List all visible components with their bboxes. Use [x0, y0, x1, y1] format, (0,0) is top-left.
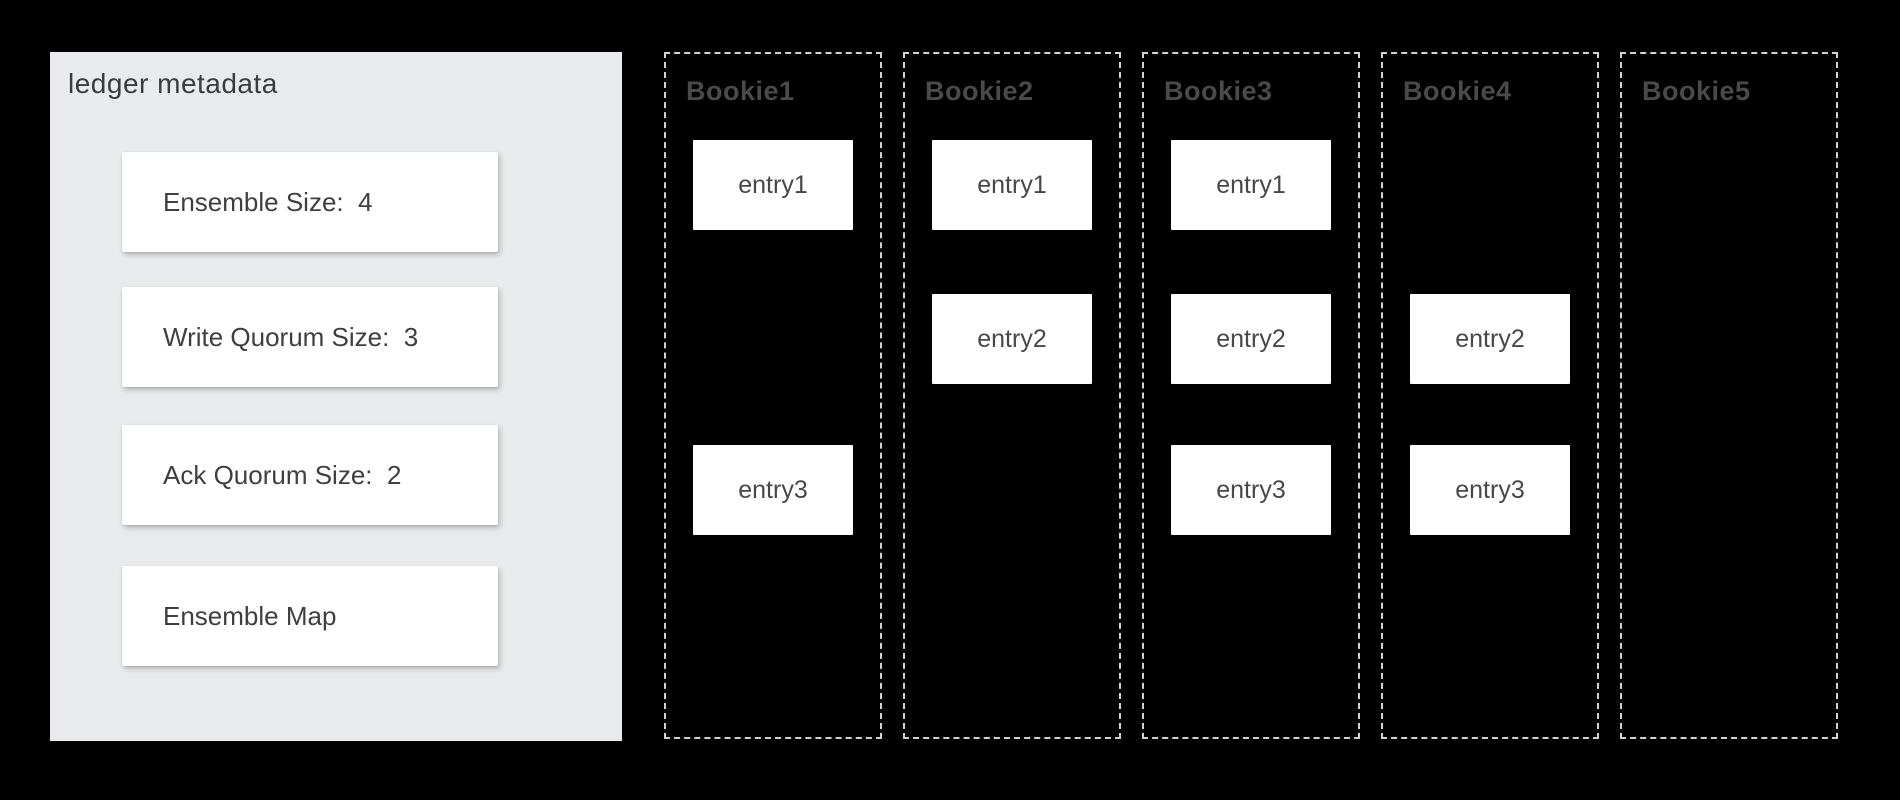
entry-box: entry2	[932, 294, 1092, 384]
bookie-2-label: Bookie2	[925, 76, 1034, 106]
card-ensemble-map-label: Ensemble Map	[163, 600, 337, 631]
card-ack-quorum-size-label: Ack Quorum Size: 2	[163, 459, 402, 490]
bookie-column-5: Bookie5	[1620, 52, 1838, 739]
entry-box: entry2	[1410, 294, 1570, 384]
entry-box: entry2	[1171, 294, 1331, 384]
entry-box: entry1	[1171, 140, 1331, 230]
bookie-column-4: Bookie4 entry2 entry3	[1381, 52, 1599, 739]
card-write-quorum-size: Write Quorum Size: 3	[122, 287, 498, 387]
bookie-3-label: Bookie3	[1164, 76, 1273, 106]
card-ensemble-size: Ensemble Size: 4	[122, 152, 498, 252]
entry-box: entry1	[932, 140, 1092, 230]
entry-box: entry3	[1171, 445, 1331, 535]
bookie-4-label: Bookie4	[1403, 76, 1512, 106]
bookie-column-2: Bookie2 entry1 entry2	[903, 52, 1121, 739]
card-ack-quorum-size: Ack Quorum Size: 2	[122, 425, 498, 525]
card-ensemble-size-label: Ensemble Size: 4	[163, 186, 373, 217]
panel-title: ledger metadata	[68, 68, 278, 99]
entry-box: entry3	[1410, 445, 1570, 535]
card-write-quorum-size-label: Write Quorum Size: 3	[163, 321, 419, 352]
bookie-column-1: Bookie1 entry1 entry3	[664, 52, 882, 739]
bookie-1-label: Bookie1	[686, 76, 795, 106]
card-ensemble-map: Ensemble Map	[122, 566, 498, 666]
entry-box: entry3	[693, 445, 853, 535]
bookie-column-3: Bookie3 entry1 entry2 entry3	[1142, 52, 1360, 739]
ledger-metadata-panel: ledger metadata Ensemble Size: 4 Write Q…	[50, 52, 622, 741]
bookie-5-label: Bookie5	[1642, 76, 1751, 106]
entry-box: entry1	[693, 140, 853, 230]
